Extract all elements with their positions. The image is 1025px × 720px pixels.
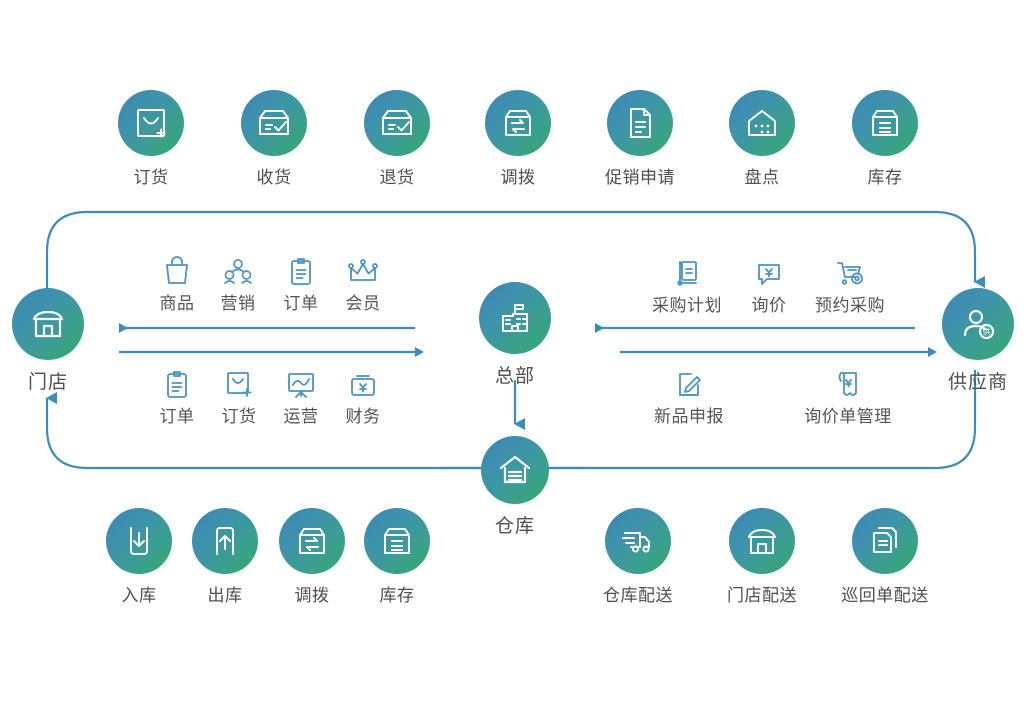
- item-label: 营销: [220, 294, 256, 313]
- arrow-up-out-icon: [192, 508, 258, 574]
- store-hq-upper-item-member[interactable]: 会员: [317, 252, 409, 314]
- chart-board-icon: [255, 365, 347, 399]
- delivery-truck-icon: [605, 508, 671, 574]
- clipboard-order-icon: [131, 365, 223, 399]
- inquiry-sheet-icon: [802, 365, 894, 399]
- node-supplier[interactable]: 供 供应商: [935, 288, 1021, 394]
- top-item-transfer[interactable]: 调拨: [475, 90, 561, 188]
- arrow-down-in-icon: [106, 508, 172, 574]
- top-item-label: 库存: [867, 168, 903, 187]
- item-label: 订单: [283, 294, 319, 313]
- bottom-item-warehouse-delivery[interactable]: 仓库配送: [593, 508, 683, 606]
- box-stock-icon: [852, 90, 918, 156]
- node-headquarters-label: 总部: [494, 366, 535, 387]
- node-headquarters[interactable]: 总部: [472, 282, 558, 388]
- item-label: 新品申报: [654, 407, 724, 426]
- item-label: 预约采购: [815, 296, 885, 315]
- shopping-bag-add-icon: [118, 90, 184, 156]
- bottom-item-transfer[interactable]: 调拨: [269, 508, 355, 606]
- clipboard-order-icon: [255, 252, 347, 286]
- box-check-return-icon: [364, 90, 430, 156]
- storefront-icon: [12, 288, 84, 360]
- document-lines-icon: [607, 90, 673, 156]
- purchase-plan-icon: [641, 254, 733, 288]
- top-item-order[interactable]: 订货: [108, 90, 194, 188]
- bottom-item-label: 入库: [121, 586, 157, 605]
- node-store[interactable]: 门店: [5, 288, 91, 394]
- hq-supplier-upper-item-purchase-plan[interactable]: 采购计划: [641, 254, 733, 316]
- item-label: 商品: [159, 294, 195, 313]
- shopping-bag-icon: [131, 252, 223, 286]
- new-product-edit-icon: [643, 365, 735, 399]
- item-label: 询价: [751, 296, 787, 315]
- top-item-label: 收货: [256, 168, 292, 187]
- warehouse-count-icon: [729, 90, 795, 156]
- store-hq-lower-item-order[interactable]: 订单: [131, 365, 223, 427]
- price-inquiry-icon: [723, 254, 815, 288]
- box-stock-icon: [364, 508, 430, 574]
- top-item-label: 订货: [133, 168, 169, 187]
- bottom-item-store-delivery[interactable]: 门店配送: [717, 508, 807, 606]
- storefront-icon: [729, 508, 795, 574]
- top-item-promotion-request[interactable]: 促销申请: [597, 90, 683, 188]
- box-transfer-icon: [485, 90, 551, 156]
- item-label: 采购计划: [652, 296, 722, 315]
- bottom-item-label: 库存: [379, 586, 415, 605]
- bottom-item-label: 仓库配送: [603, 586, 673, 605]
- hq-supplier-upper-item-inquiry[interactable]: 询价: [723, 254, 815, 316]
- node-supplier-label: 供应商: [947, 372, 1008, 393]
- hq-supplier-upper-item-scheduled-purchase[interactable]: 预约采购: [804, 254, 896, 316]
- box-check-icon: [241, 90, 307, 156]
- bottom-item-outbound[interactable]: 出库: [182, 508, 268, 606]
- store-hq-lower-item-finance[interactable]: 财务: [317, 365, 409, 427]
- bottom-item-inventory[interactable]: 库存: [354, 508, 440, 606]
- bottom-item-route-delivery[interactable]: 巡回单配送: [840, 508, 930, 606]
- store-hq-lower-item-ordering[interactable]: 订货: [193, 365, 285, 427]
- top-item-return[interactable]: 退货: [354, 90, 440, 188]
- box-transfer-icon: [279, 508, 345, 574]
- scheduled-purchase-icon: [804, 254, 896, 288]
- hq-supplier-lower-item-inquiry-sheet[interactable]: 询价单管理: [802, 365, 894, 427]
- bottom-item-label: 巡回单配送: [841, 586, 929, 605]
- warehouse-icon: [481, 436, 549, 504]
- node-warehouse-label: 仓库: [494, 516, 535, 537]
- office-building-icon: [479, 282, 551, 354]
- node-warehouse[interactable]: 仓库: [475, 436, 555, 538]
- item-label: 订单: [159, 407, 195, 426]
- item-label: 财务: [345, 407, 381, 426]
- crown-member-icon: [317, 252, 409, 286]
- top-item-label: 盘点: [744, 168, 780, 187]
- top-item-stocktaking[interactable]: 盘点: [719, 90, 805, 188]
- bottom-item-label: 调拨: [294, 586, 330, 605]
- top-item-label: 退货: [379, 168, 415, 187]
- top-item-label: 调拨: [500, 168, 536, 187]
- bottom-item-inbound[interactable]: 入库: [96, 508, 182, 606]
- shopping-bag-add-icon: [193, 365, 285, 399]
- hq-supplier-lower-item-new-product[interactable]: 新品申报: [643, 365, 735, 427]
- bottom-item-label: 门店配送: [727, 586, 797, 605]
- marketing-group-icon: [192, 252, 284, 286]
- top-item-label: 促销申请: [605, 168, 675, 187]
- supplier-person-icon: 供: [942, 288, 1014, 360]
- multi-document-icon: [852, 508, 918, 574]
- store-hq-upper-item-order[interactable]: 订单: [255, 252, 347, 314]
- svg-text:供: 供: [983, 327, 991, 337]
- store-hq-upper-item-marketing[interactable]: 营销: [192, 252, 284, 314]
- top-item-receive[interactable]: 收货: [231, 90, 317, 188]
- item-label: 运营: [283, 407, 319, 426]
- item-label: 会员: [345, 294, 381, 313]
- bottom-item-label: 出库: [207, 586, 243, 605]
- item-label: 询价单管理: [804, 407, 892, 426]
- finance-case-icon: [317, 365, 409, 399]
- store-hq-upper-item-product[interactable]: 商品: [131, 252, 223, 314]
- item-label: 订货: [221, 407, 257, 426]
- node-store-label: 门店: [27, 372, 68, 393]
- store-hq-lower-item-operations[interactable]: 运营: [255, 365, 347, 427]
- top-item-inventory[interactable]: 库存: [842, 90, 928, 188]
